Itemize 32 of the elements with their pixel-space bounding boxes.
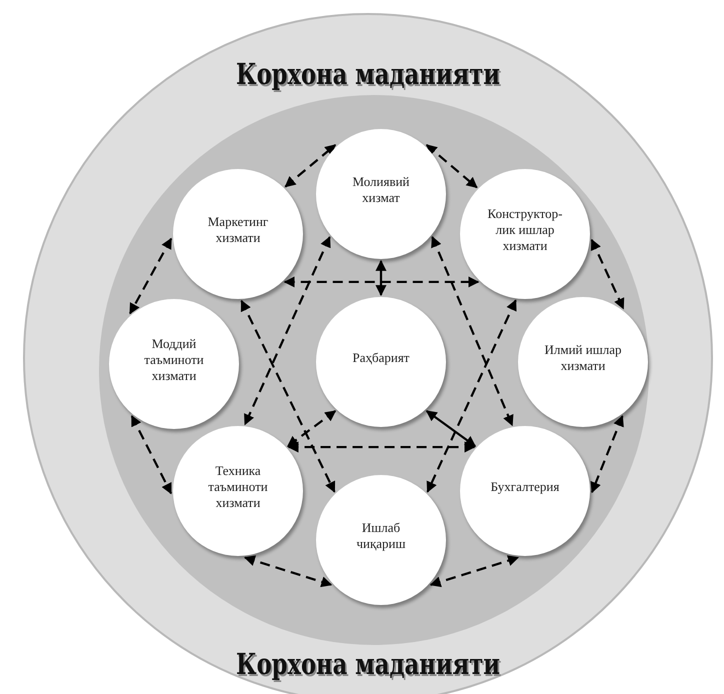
department-label: Илмий ишлар хизмати: [544, 342, 622, 374]
ring-heading: Корхона маданияти: [236, 57, 500, 91]
department-label: Молиявий хизмат: [351, 174, 411, 206]
double-arrow: [244, 555, 332, 588]
department-label: Техника таъминоти хизмати: [207, 462, 269, 512]
double-arrow: [426, 299, 517, 493]
double-arrow: [129, 238, 172, 314]
double-arrow: [426, 144, 478, 188]
double-arrow: [431, 236, 514, 426]
department-label: Конструктор-лик ишлар хизмати: [486, 206, 564, 254]
double-arrow: [286, 410, 336, 448]
double-arrow: [284, 276, 480, 288]
double-arrow: [376, 260, 386, 296]
double-arrow: [130, 415, 172, 494]
department-label: Маркетинг хизмати: [206, 214, 270, 246]
double-arrow: [240, 300, 336, 493]
double-arrow: [244, 236, 331, 426]
double-arrow: [426, 410, 476, 448]
ring-heading: Корхона маданияти: [236, 647, 500, 681]
double-arrow: [590, 415, 624, 494]
department-circle: [460, 426, 590, 556]
double-arrow: [287, 442, 476, 453]
double-arrow: [284, 144, 336, 188]
department-circle: [109, 299, 239, 429]
department-label: Бухгалтерия: [490, 478, 560, 496]
department-label: Ишлаб чиқариш: [355, 520, 407, 552]
double-arrow: [430, 555, 520, 588]
department-circle: [173, 426, 303, 556]
department-circle: [518, 297, 648, 427]
double-arrow: [590, 238, 624, 310]
department-label: Раҳбарият: [352, 350, 410, 366]
department-label: Моддий таъминоти хизмати: [143, 336, 205, 384]
